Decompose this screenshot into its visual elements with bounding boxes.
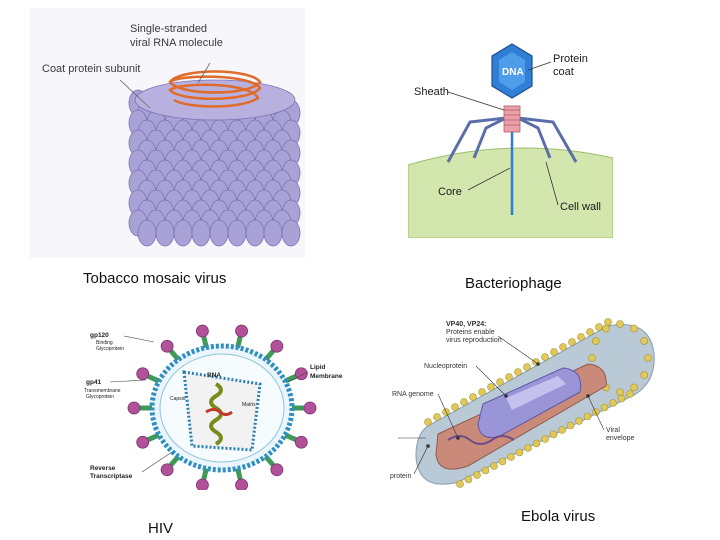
- ebola-rna-label: RNA genome: [392, 391, 434, 398]
- tmv-rna-pointer: [197, 62, 211, 84]
- ebola-diagram: VP40, VP24: Proteins enable virus reprod…: [388, 306, 665, 494]
- phage-protein-label-2: coat: [553, 66, 574, 78]
- tmv-rna-label-2: viral RNA molecule: [130, 37, 223, 49]
- phage-head-inner: [499, 52, 525, 90]
- hiv-pointers: [109, 335, 309, 473]
- hiv-gp120-sub1: Binding: [96, 340, 113, 346]
- tmv-caption: Tobacco mosaic virus: [83, 270, 227, 287]
- tmv-coat-pointer: [119, 79, 151, 109]
- tmv-panel: Single-stranded viral RNA molecule Coat …: [30, 8, 305, 258]
- hiv-matrix-label: Matrix: [242, 402, 256, 408]
- ebola-vp-label-2: Proteins enable: [446, 329, 495, 336]
- tmv-diagram: Single-stranded viral RNA molecule Coat …: [30, 8, 305, 258]
- ebola-nucleocapsid-inner: [506, 376, 566, 410]
- hiv-diagram: gp120 Binding Glycoprotein gp41 Transmem…: [82, 322, 360, 492]
- phage-panel: DNA Protein coat Sheath Core Cell wall: [407, 40, 614, 239]
- ebola-viral-label-1: Viral: [606, 427, 620, 434]
- hiv-lipid-label-1: Lipid: [310, 364, 326, 371]
- hiv-rna-label: RNA: [207, 372, 221, 379]
- phage-tail-fibers: [446, 116, 578, 163]
- ebola-caption: Ebola virus: [521, 508, 596, 525]
- hiv-capsid-label: Capsid: [170, 396, 186, 402]
- tmv-rna-coil: [168, 70, 262, 108]
- hiv-caption: HIV: [148, 520, 174, 537]
- phage-cell: [407, 147, 614, 239]
- hiv-panel: gp120 Binding Glycoprotein gp41 Transmem…: [82, 322, 360, 492]
- phage-sheath-pointer: [447, 91, 505, 111]
- ebola-protein-label: protein: [390, 473, 412, 480]
- hiv-rt-label-1: Reverse: [90, 465, 116, 472]
- ebola-viral-label-2: envelope: [606, 435, 635, 442]
- phage-core-label: Core: [438, 186, 462, 198]
- hiv-gp41-sub1: Transmembrane: [84, 388, 121, 394]
- ebola-rna-genome: [447, 435, 515, 445]
- phage-protein-label-1: Protein: [553, 53, 588, 65]
- phage-core-pointer: [467, 167, 511, 191]
- hiv-rna-2: [205, 408, 233, 416]
- phage-dna-label: DNA: [502, 67, 524, 78]
- hiv-gp41-sub2: Glycoprotein: [86, 394, 114, 400]
- phage-diagram: DNA Protein coat Sheath Core Cell wall: [407, 40, 614, 239]
- phage-protein-pointer: [527, 61, 552, 71]
- phage-sheath-label: Sheath: [414, 86, 449, 98]
- phage-sheath-rings: [504, 109, 520, 126]
- tmv-capsid: [128, 79, 301, 247]
- ebola-nucleoprotein-label: Nucleoprotein: [424, 363, 467, 370]
- ebola-pointers: [398, 335, 605, 475]
- phage-cellwall-pointer: [545, 161, 559, 206]
- tmv-rna-label-1: Single-stranded: [130, 23, 207, 35]
- phage-caption: Bacteriophage: [465, 275, 562, 292]
- ebola-panel: VP40, VP24: Proteins enable virus reprod…: [388, 306, 665, 494]
- phage-cellwall-label: Cell wall: [560, 201, 601, 213]
- hiv-rt-label-2: Transcriptase: [90, 473, 133, 480]
- ebola-spikes: [424, 318, 652, 488]
- ebola-vp-label-3: virus reproduction: [446, 337, 502, 344]
- hiv-gp120-sub2: Glycoprotein: [96, 346, 124, 352]
- hiv-lipid-label-2: Membrane: [310, 373, 343, 380]
- tmv-coat-label: Coat protein subunit: [42, 63, 140, 75]
- hiv-gp41-label: gp41: [86, 379, 102, 386]
- ebola-vp-label-1: VP40, VP24:: [446, 321, 486, 328]
- hiv-spikes: [127, 324, 317, 492]
- hiv-gp120-label: gp120: [90, 332, 109, 339]
